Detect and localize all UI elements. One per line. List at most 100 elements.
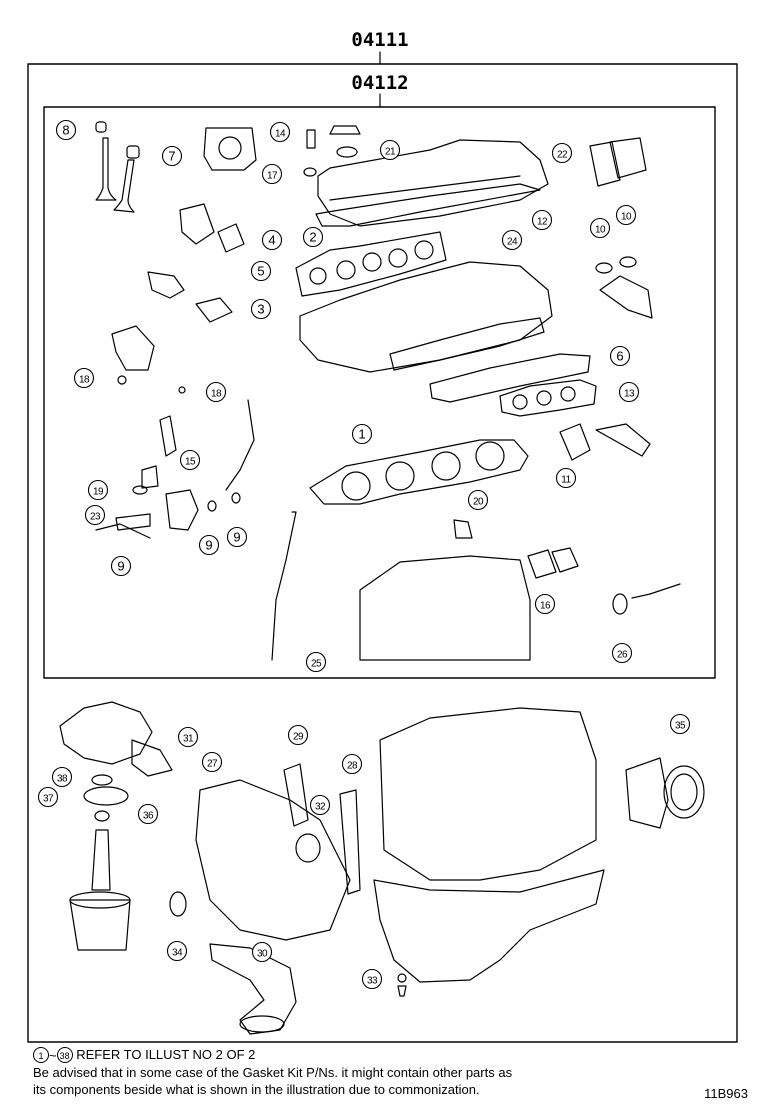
- part-callout-number: 35: [675, 721, 686, 732]
- part-callout-circle: [615, 204, 637, 226]
- part-callout-number: 5: [257, 264, 264, 279]
- part-callout-number: 10: [595, 225, 606, 236]
- part-callout-number: 10: [621, 212, 632, 223]
- part-callout-30: 30: [251, 941, 273, 963]
- part-callout-2: 2: [302, 226, 324, 248]
- part-callout-circle: [201, 751, 223, 773]
- part-callout-circle: [87, 479, 109, 501]
- part-callout-number: 27: [207, 759, 218, 770]
- lower-parts: [59, 701, 705, 1035]
- refer-text: REFER TO ILLUST NO 2 OF 2: [76, 1047, 256, 1062]
- cylinder-block-drawing: [379, 707, 597, 881]
- part-callout-number: 22: [557, 150, 568, 161]
- part-callout-circle: [37, 786, 59, 808]
- exhaust-gasket-6-drawing: [389, 317, 545, 371]
- part-callout-circle: [531, 209, 553, 231]
- part-callout-25: 25: [305, 651, 327, 673]
- part-callout-number: 38: [57, 774, 68, 785]
- part-callout-number: 2: [309, 230, 316, 245]
- gasket-3-drawing: [195, 297, 233, 323]
- oil-seal-32-drawing: [295, 833, 321, 863]
- part-callout-number: 20: [473, 497, 484, 508]
- part-callout-circle: [669, 713, 691, 735]
- oil-strainer-drawing: [209, 943, 297, 1035]
- part-callout-27: 27: [201, 751, 223, 773]
- part-callout-26: 26: [611, 642, 633, 664]
- part-callout-35: 35: [669, 713, 691, 735]
- head-cover-gasket-2-drawing: [315, 183, 541, 227]
- part-callout-number: 6: [616, 349, 623, 364]
- part-callout-number: 31: [183, 734, 194, 745]
- part-callout-13: 13: [618, 381, 640, 403]
- part-callout-circle: [555, 467, 577, 489]
- part-callout-circle: [177, 726, 199, 748]
- oil-pan-drawing: [373, 869, 605, 983]
- range-start-marker: 1: [33, 1047, 49, 1063]
- part-callout-circle: [618, 381, 640, 403]
- part-callout-number: 37: [43, 794, 54, 805]
- outer-kit-label: 04111: [351, 29, 408, 51]
- rear-seal-retainer-drawing: [625, 757, 669, 829]
- part-callout-11: 11: [555, 467, 577, 489]
- part-callout-number: 1: [358, 427, 365, 442]
- part-callout-number: 36: [143, 811, 154, 822]
- part-callout-number: 19: [93, 487, 104, 498]
- part-callout-28: 28: [341, 753, 363, 775]
- range-tilde: ~: [49, 1047, 57, 1063]
- part-callout-23: 23: [84, 504, 106, 526]
- part-callout-circle: [251, 941, 273, 963]
- part-callout-6: 6: [609, 345, 631, 367]
- exhaust-gasket-13-drawing: [499, 379, 597, 417]
- part-callout-number: 4: [268, 233, 275, 248]
- part-callout-circle: [351, 423, 373, 445]
- gasket-28-drawing: [339, 789, 361, 895]
- part-callout-12: 12: [531, 209, 553, 231]
- part-callout-circle: [269, 121, 291, 143]
- outer-kit-frame: [27, 63, 738, 1043]
- part-callout-circle: [467, 489, 489, 511]
- part-callout-9: 9: [198, 534, 220, 556]
- inner-kit-frame: [43, 106, 716, 679]
- part-callout-8: 8: [55, 119, 77, 141]
- valve-drawing: [95, 121, 140, 213]
- part-callout-number: 18: [79, 375, 90, 386]
- part-callout-32: 32: [309, 794, 331, 816]
- part-callout-number: 7: [168, 149, 175, 164]
- inner-kit-label: 04112: [351, 72, 408, 94]
- part-callout-number: 30: [257, 949, 268, 960]
- part-callout-circle: [261, 229, 283, 251]
- oil-seal-34-drawing: [169, 891, 187, 917]
- oil-filter-bracket-drawing: [59, 701, 153, 765]
- part-callout-3: 3: [250, 298, 272, 320]
- part-callout-29: 29: [287, 724, 309, 746]
- part-callout-number: 24: [507, 237, 518, 248]
- callout-range: 1 ~ 38: [33, 1047, 73, 1064]
- intake-gasket-5-drawing: [295, 231, 447, 297]
- timing-cover-drawing: [195, 779, 351, 941]
- part-callout-22: 22: [551, 142, 573, 164]
- part-callout-circle: [250, 298, 272, 320]
- part-callout-circle: [55, 119, 77, 141]
- part-callout-14: 14: [269, 121, 291, 143]
- part-callout-circle: [589, 217, 611, 239]
- part-callout-number: 9: [117, 559, 124, 574]
- part-callout-circle: [534, 593, 556, 615]
- part-callout-16: 16: [534, 593, 556, 615]
- gasket-14-drawing: [203, 127, 257, 171]
- part-callout-circle: [379, 139, 401, 161]
- part-callout-circle: [341, 753, 363, 775]
- part-callout-circle: [84, 504, 106, 526]
- gasket-4-drawing: [217, 223, 245, 253]
- part-callout-20: 20: [467, 489, 489, 511]
- range-end-marker: 38: [56, 1047, 73, 1063]
- part-callout-10: 10: [615, 204, 637, 226]
- dipstick-guide-drawing: [271, 511, 297, 661]
- oil-filter-drawing: [69, 899, 131, 951]
- part-callout-number: 33: [367, 976, 378, 987]
- part-callout-18: 18: [205, 381, 227, 403]
- head-gasket-1-drawing: [309, 439, 529, 505]
- part-callout-number: 16: [540, 601, 551, 612]
- part-callout-circle: [205, 381, 227, 403]
- figure-code: 11B963: [704, 1086, 748, 1101]
